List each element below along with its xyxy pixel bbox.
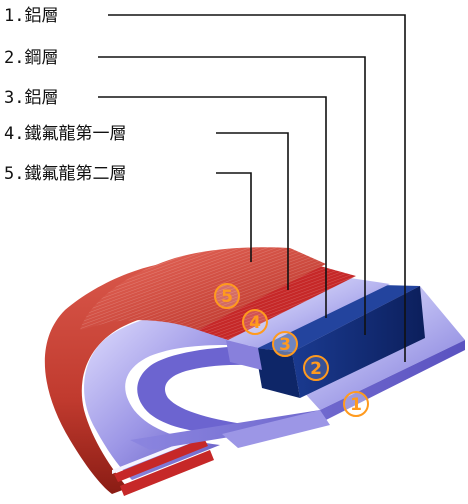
leader-lines — [98, 14, 406, 362]
curl-aluminum-band — [84, 306, 262, 480]
badge-layer-4: 4 — [242, 309, 268, 335]
label-layer-3: 3.鋁層 — [4, 88, 58, 108]
layer-3-aluminum-top — [226, 278, 390, 348]
label-layer-5: 5.鐵氟龍第二層 — [4, 164, 126, 184]
leader-line-layer-2 — [98, 56, 366, 335]
layer-1-aluminum-lower-face — [222, 410, 330, 448]
layer-1-aluminum-front — [130, 340, 465, 450]
leader-line-layer-3 — [98, 96, 327, 318]
layer-3-aluminum-front — [226, 340, 262, 370]
svg-text:4: 4 — [249, 313, 261, 333]
layer-labels: 1.鋁層 2.鋼層 3.鋁層 4.鐵氟龍第一層 5.鐵氟龍第二層 — [4, 6, 126, 184]
badge-layer-1: 1 — [343, 391, 369, 417]
curl-aluminum-inner — [137, 346, 285, 434]
label-layer-4: 4.鐵氟龍第一層 — [4, 124, 126, 144]
layer-2-steel-side — [255, 348, 300, 398]
label-layer-1: 1.鋁層 — [4, 6, 58, 26]
layer-4-teflon-stripes — [198, 266, 356, 340]
layer-sheet-illustration — [44, 247, 465, 496]
leader-line-layer-1 — [108, 14, 406, 362]
svg-text:3: 3 — [279, 335, 291, 355]
curl-red-stripes — [114, 438, 214, 496]
badge-layer-3: 3 — [272, 331, 298, 357]
svg-text:5: 5 — [221, 287, 233, 307]
layer-2-steel-top — [255, 285, 420, 352]
label-layer-2: 2.鋼層 — [4, 48, 58, 68]
badge-layer-5: 5 — [214, 283, 240, 309]
svg-text:1: 1 — [350, 395, 362, 415]
badge-layer-2: 2 — [303, 355, 329, 381]
leader-line-layer-5 — [216, 172, 252, 262]
layer-2-steel-front — [292, 286, 425, 398]
leader-line-layer-4 — [216, 132, 289, 290]
svg-text:2: 2 — [310, 359, 322, 379]
layer-5-teflon-stripes — [80, 247, 326, 330]
layer-number-badges: 1 2 3 4 5 — [214, 283, 369, 417]
